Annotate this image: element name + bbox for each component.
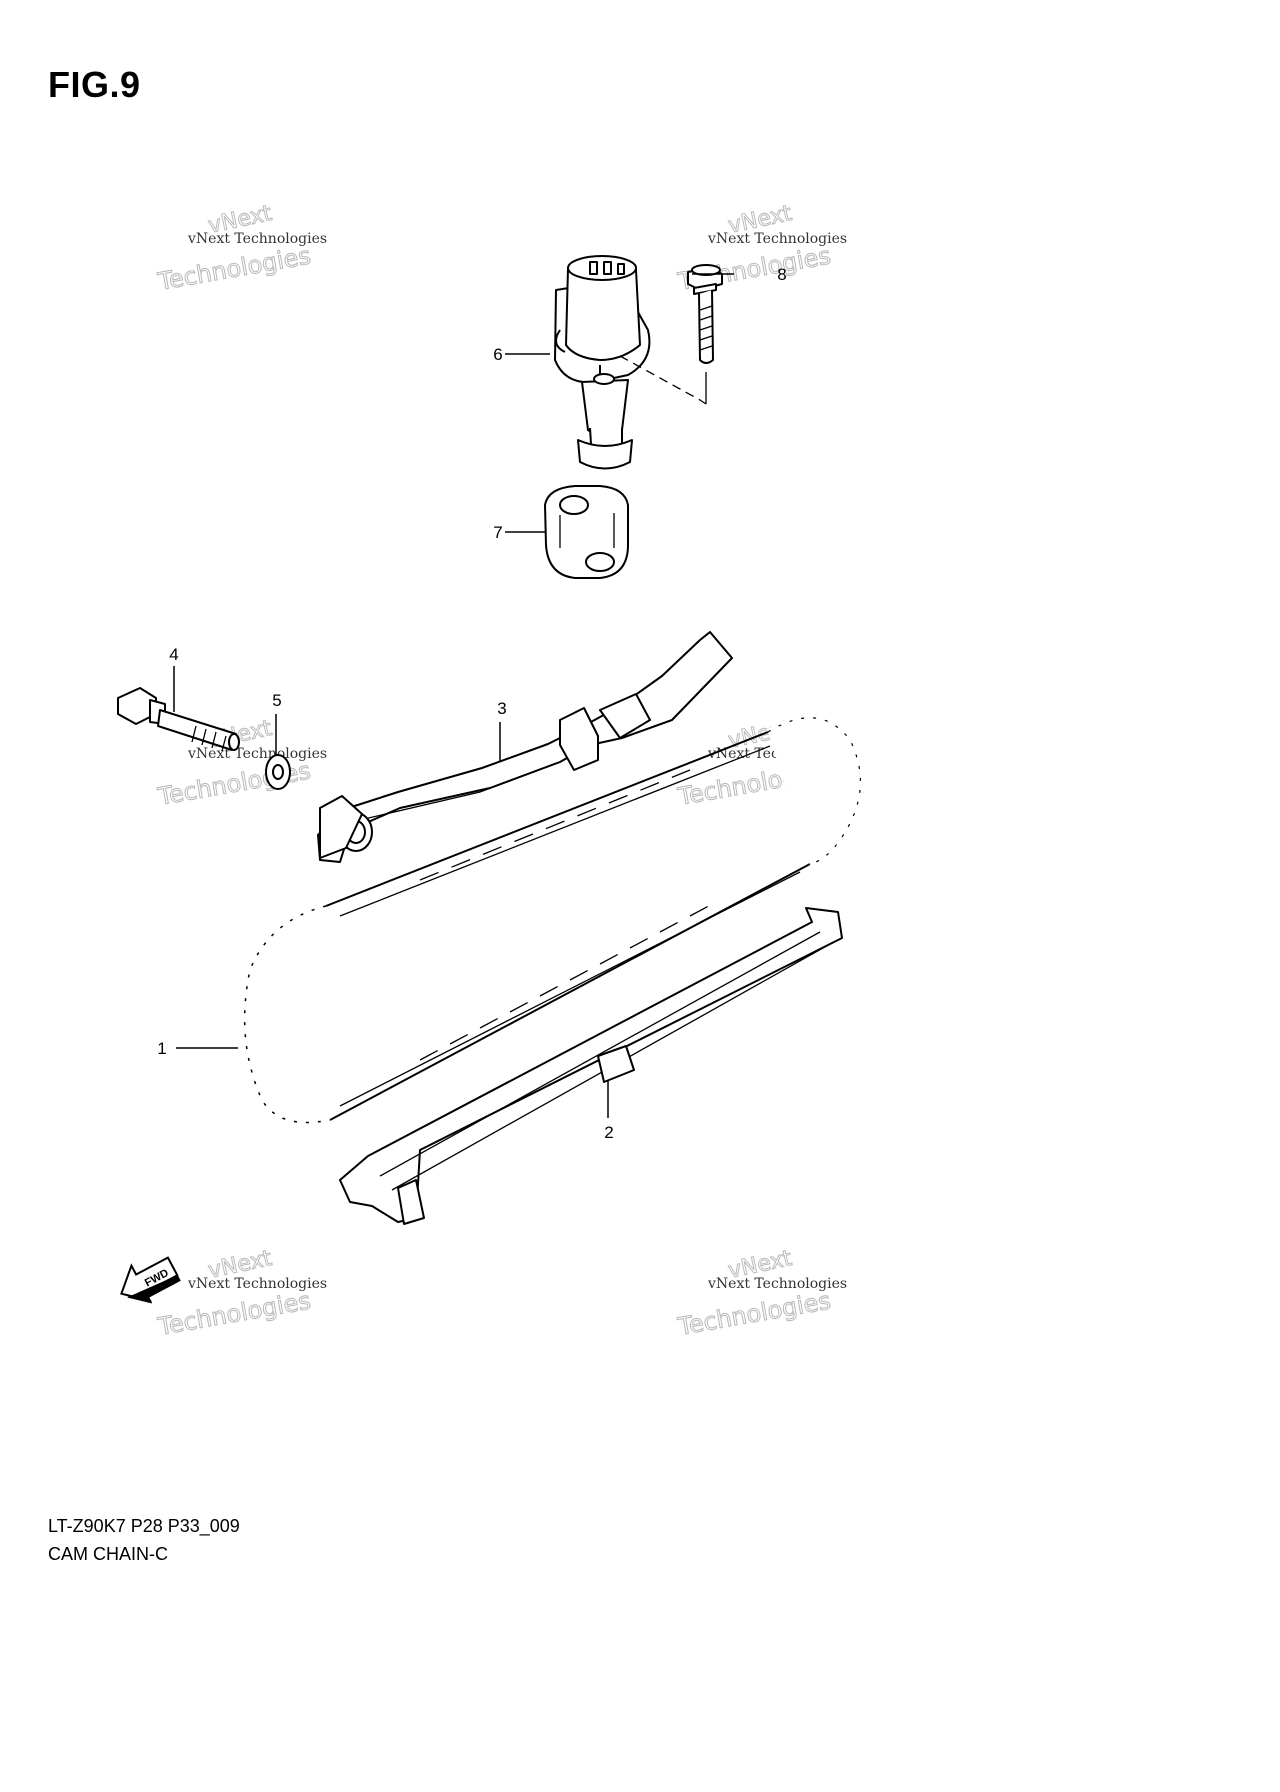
callout-labels: 1 2 3 4 5 6 7 8 bbox=[157, 265, 786, 1142]
callout-8: 8 bbox=[777, 265, 786, 284]
watermark-technologies: Technologies bbox=[155, 242, 313, 297]
tensioner-adjuster bbox=[554, 255, 651, 470]
chain-guide bbox=[339, 907, 843, 1225]
watermark-text: vNext Technologies bbox=[187, 1276, 327, 1292]
drawing-caption: CAM CHAIN-C bbox=[48, 1544, 168, 1564]
watermark-text: vNext Technologies bbox=[707, 1276, 847, 1292]
callout-4: 4 bbox=[169, 645, 178, 664]
gasket bbox=[544, 485, 629, 579]
cam-chain bbox=[240, 714, 864, 1127]
figure-title: FIG.9 bbox=[48, 64, 141, 105]
drawing-footer: LT-Z90K7 P28 P33_009 CAM CHAIN-C bbox=[48, 1512, 240, 1568]
watermark-text: vNext Technologies bbox=[187, 231, 327, 247]
washer-5 bbox=[265, 754, 291, 790]
chain-tensioner-slipper bbox=[317, 631, 733, 863]
callout-3: 3 bbox=[497, 699, 506, 718]
leader-lines bbox=[173, 273, 734, 1118]
bolt-8 bbox=[687, 264, 723, 364]
callout-7: 7 bbox=[493, 523, 502, 542]
drawing-code: LT-Z90K7 P28 P33_009 bbox=[48, 1516, 240, 1536]
callout-1: 1 bbox=[157, 1039, 166, 1058]
watermark-technologies: Technologies bbox=[675, 1287, 833, 1342]
watermark-technologies: Technologies bbox=[155, 1287, 313, 1342]
callout-6: 6 bbox=[493, 345, 502, 364]
callout-5: 5 bbox=[272, 691, 281, 710]
watermark-text: vNext Technologies bbox=[707, 231, 847, 247]
callout-2: 2 bbox=[604, 1123, 613, 1142]
bolt-4 bbox=[117, 687, 240, 752]
fwd-arrow-icon: FWD bbox=[120, 1256, 181, 1304]
